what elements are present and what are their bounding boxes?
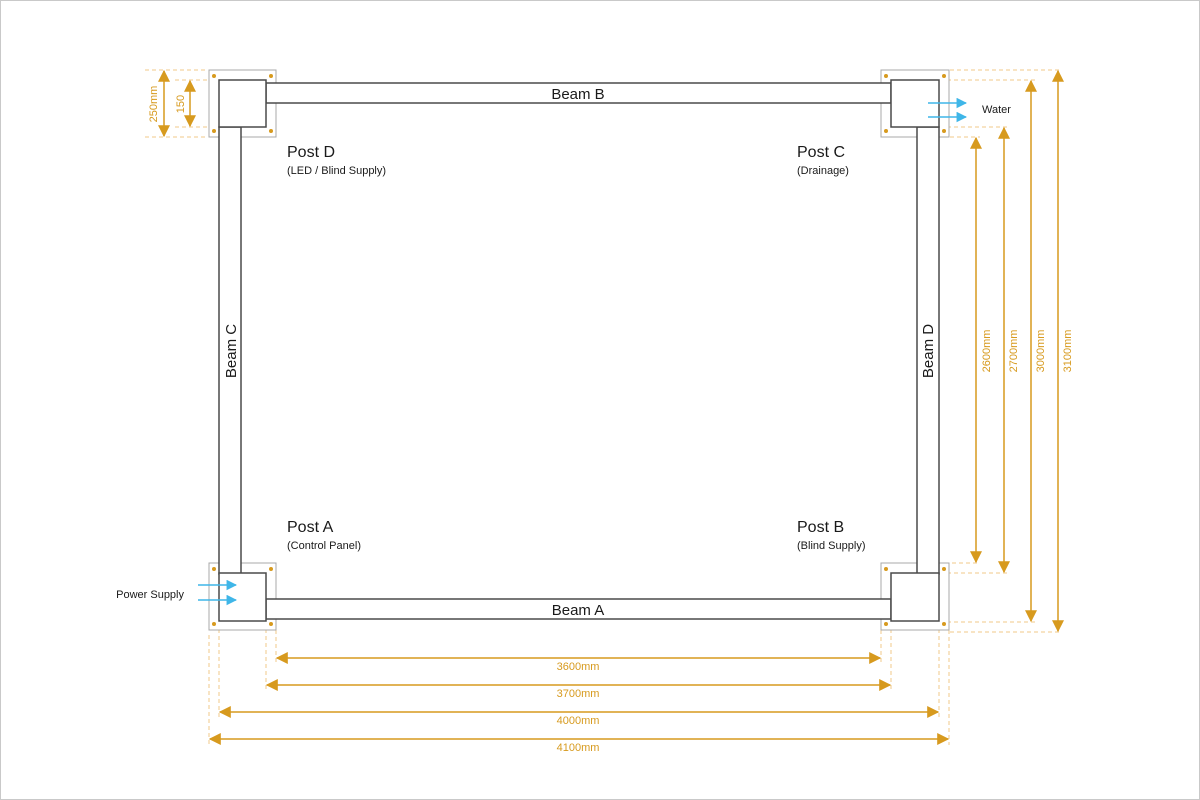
beam-b-label: Beam B (551, 86, 604, 103)
post-size-dimensions (158, 69, 196, 138)
post-a (218, 572, 267, 622)
beam-a-label: Beam A (552, 602, 605, 619)
post-b-subtitle: (Blind Supply) (797, 540, 865, 552)
beam-d-label: Beam D (920, 324, 937, 378)
power-supply-label: Power Supply (116, 589, 184, 601)
post-a-title: Post A (287, 519, 334, 536)
post-d-title: Post D (287, 144, 335, 161)
post-b-title: Post B (797, 519, 844, 536)
dim-label-4100: 4100mm (557, 742, 600, 754)
post-c-subtitle: (Drainage) (797, 165, 849, 177)
dim-label-2700: 2700mm (1008, 330, 1020, 373)
post-b (890, 572, 940, 622)
post-a-subtitle: (Control Panel) (287, 540, 361, 552)
dim-label-4000: 4000mm (557, 715, 600, 727)
dim-label-3000: 3000mm (1035, 330, 1047, 373)
extension-lines (145, 69, 1062, 745)
post-c-title: Post C (797, 144, 845, 161)
power-supply-arrows (198, 579, 238, 606)
bolts (212, 74, 946, 626)
post-d (218, 79, 267, 128)
dim-label-3600: 3600mm (557, 661, 600, 673)
dim-label-3700: 3700mm (557, 688, 600, 700)
dim-label-2600: 2600mm (981, 330, 993, 373)
dim-label-250: 250mm (148, 86, 160, 123)
vertical-dimensions (970, 69, 1064, 633)
dim-label-150: 150 (175, 95, 187, 113)
water-label: Water (982, 104, 1011, 116)
dim-label-3100: 3100mm (1062, 330, 1074, 373)
beam-c-label: Beam C (223, 324, 240, 378)
horizontal-dimensions (208, 652, 950, 745)
water-arrows (928, 97, 968, 123)
post-d-subtitle: (LED / Blind Supply) (287, 165, 386, 177)
